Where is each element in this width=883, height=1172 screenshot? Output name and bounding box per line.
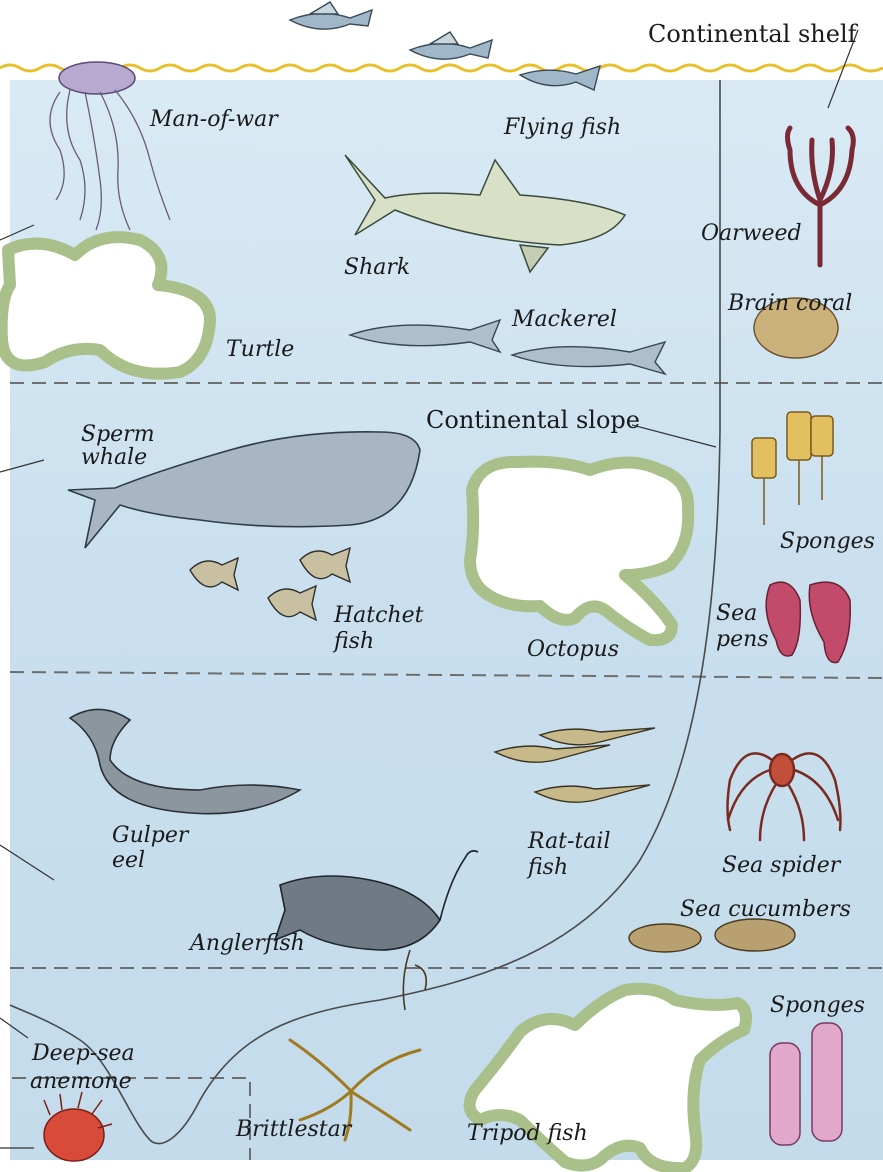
- label-sea-spider: Sea spider: [722, 854, 840, 878]
- label-oarweed: Oarweed: [701, 222, 802, 246]
- label-tripod-fish: Tripod fish: [467, 1122, 588, 1146]
- sea-surface-line: [0, 65, 883, 71]
- label-continental-shelf: Continental shelf: [648, 22, 857, 46]
- label-sperm-whale-line2: whale: [81, 446, 147, 470]
- label-sponges-bottom: Sponges: [770, 994, 865, 1018]
- label-sea-pens-line2: pens: [716, 628, 769, 652]
- label-mackerel: Mackerel: [512, 308, 617, 332]
- label-rat-tail-fish-line1: Rat-tail: [528, 830, 611, 854]
- label-rat-tail-fish-line2: fish: [528, 856, 568, 880]
- label-hatchet-fish-line2: fish: [334, 630, 374, 654]
- label-anglerfish: Anglerfish: [190, 932, 305, 956]
- label-sperm-whale-line1: Sperm: [81, 423, 155, 447]
- label-gulper-eel-line1: Gulper: [112, 824, 188, 848]
- flying-fish-illustration: [290, 2, 600, 90]
- label-sponges-top: Sponges: [780, 530, 875, 554]
- label-continental-slope: Continental slope: [426, 408, 640, 432]
- label-brain-coral: Brain coral: [728, 292, 852, 316]
- label-deep-sea-anemone-line1: Deep-sea: [32, 1042, 135, 1066]
- label-flying-fish: Flying fish: [504, 116, 621, 140]
- label-turtle: Turtle: [226, 338, 294, 362]
- label-man-of-war: Man-of-war: [150, 108, 278, 132]
- label-sea-pens-line1: Sea: [716, 602, 757, 626]
- label-sea-cucumbers: Sea cucumbers: [680, 898, 851, 922]
- label-brittlestar: Brittlestar: [236, 1118, 351, 1142]
- label-deep-sea-anemone-line2: anemone: [30, 1070, 132, 1094]
- label-gulper-eel-line2: eel: [112, 849, 145, 873]
- label-shark: Shark: [344, 256, 410, 280]
- label-hatchet-fish-line1: Hatchet: [334, 604, 424, 628]
- label-octopus: Octopus: [527, 638, 619, 662]
